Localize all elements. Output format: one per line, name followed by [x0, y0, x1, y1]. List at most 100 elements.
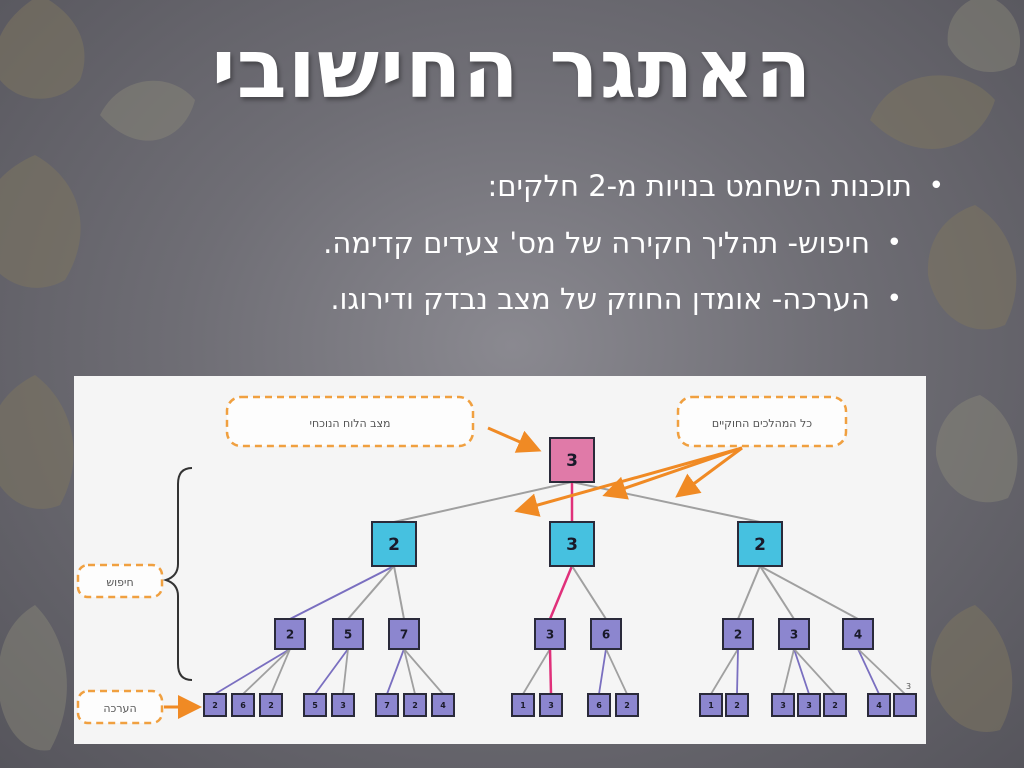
leaf-node-value: 2: [212, 701, 218, 710]
level2-node-box: [534, 618, 566, 650]
tree-edge: [605, 648, 628, 695]
leaf-node-box: [867, 693, 891, 717]
tree-edge: [598, 648, 607, 695]
level2-node-value: 2: [734, 627, 742, 641]
tree-edge: [857, 648, 880, 695]
tree-edge: [571, 565, 607, 620]
tree-edge: [857, 648, 906, 695]
leaf-decoration: [0, 155, 81, 288]
level2-node-box: [332, 618, 364, 650]
leaf-node-value: 1: [520, 701, 526, 710]
leaf-node-box: [823, 693, 847, 717]
level1-node-box: [549, 521, 595, 567]
leaf-node-value: 2: [268, 701, 274, 710]
leaf-node-value: 2: [832, 701, 838, 710]
level2-node-value: 5: [344, 627, 352, 641]
tree-edge: [270, 648, 291, 695]
leaf-node-box: [893, 693, 917, 717]
tree-edge: [393, 565, 405, 620]
evaluation-callout: [76, 689, 164, 725]
leaf-node-value: 3: [780, 701, 786, 710]
level1-node-box: [371, 521, 417, 567]
tree-edge: [759, 565, 795, 620]
moves-arrow: [514, 446, 743, 517]
level1-node-value: 2: [388, 535, 400, 555]
tree-edge: [782, 648, 795, 695]
bullet-item: הערכה- אומדן החוזק של מצב נבדק ודירוגו.: [86, 278, 904, 320]
level1-node-value: 2: [754, 535, 766, 555]
leaf-node-value: 2: [412, 701, 418, 710]
tree-edge: [314, 648, 349, 695]
level2-node-value: 4: [854, 627, 862, 641]
search-label: חיפוש: [106, 576, 133, 589]
leaf-decoration: [0, 0, 85, 99]
leaf-node-value: 3: [806, 701, 812, 710]
level1-node-value: 3: [566, 535, 578, 555]
leaf-node-box: [403, 693, 427, 717]
leaf-node-box: [259, 693, 283, 717]
bullet-item: תוכנות השחמט בנויות מ-2 חלקים:: [86, 165, 946, 207]
tree-edge: [242, 648, 291, 695]
leaf-decoration: [100, 80, 195, 141]
tree-edge: [403, 648, 444, 695]
leaf-decoration: [935, 395, 1018, 503]
leaf-decoration: [930, 605, 1013, 732]
leaf-node-box: [331, 693, 355, 717]
tree-edge: [737, 565, 761, 620]
leaf-node-box: [511, 693, 535, 717]
level2-node-box: [274, 618, 306, 650]
level1-node-box: [737, 521, 783, 567]
game-tree-figure: מצב הלוח הנוכחי כל המהלכים החוקיים חיפוש…: [74, 376, 926, 744]
level2-node-box: [842, 618, 874, 650]
leaf-decoration: [870, 75, 995, 149]
search-callout: [76, 563, 164, 599]
leaf-node-value: 1: [708, 701, 714, 710]
search-brace: [162, 467, 193, 681]
tree-edge: [214, 648, 291, 695]
leaf-node-box: [725, 693, 749, 717]
current-board-callout: [225, 395, 475, 448]
tree-edge: [710, 648, 739, 695]
tree-edge: [793, 648, 836, 695]
leaf-node-value: 3: [340, 701, 346, 710]
leaf-node-box: [587, 693, 611, 717]
legal-moves-callout: [676, 395, 848, 448]
root-node-box: [549, 437, 595, 483]
leaf-node-value: 6: [240, 701, 246, 710]
leaf-decoration: [0, 375, 74, 509]
leaf-node-box: [771, 693, 795, 717]
leaf-node-box: [303, 693, 327, 717]
leaf-node-value: 7: [384, 701, 390, 710]
leaf-node-value: 6: [596, 701, 602, 710]
game-tree-diagram: מצב הלוח הנוכחי כל המהלכים החוקיים חיפוש…: [76, 395, 917, 725]
moves-arrow: [675, 446, 743, 498]
leaf-node-value: 5: [312, 701, 318, 710]
board-arrow: [487, 426, 542, 453]
tree-edge: [736, 648, 739, 695]
leaf-node-box: [231, 693, 255, 717]
level2-node-value: 3: [546, 627, 554, 641]
root-node-value: 3: [566, 451, 578, 471]
level2-node-value: 3: [790, 627, 798, 641]
tree-edge: [793, 648, 810, 695]
tree-edge: [759, 565, 859, 620]
tree-edge: [403, 648, 416, 695]
leaf-decoration: [947, 0, 1020, 73]
tree-edge: [386, 648, 405, 695]
moves-arrow: [602, 446, 743, 500]
leaf-node-box: [615, 693, 639, 717]
tree-edge: [347, 565, 395, 620]
leaf-decoration: [0, 605, 67, 751]
leaf-node-value: 2: [624, 701, 630, 710]
legal-moves-label: כל המהלכים החוקיים: [712, 417, 812, 430]
leaf-node-value: 4: [440, 701, 446, 710]
tree-edge: [393, 481, 573, 523]
bullet-item: חיפוש- תהליך חקירה של מס' צעדים קדימה.: [86, 222, 904, 264]
tree-edge: [522, 648, 551, 695]
level2-node-value: 2: [286, 627, 294, 641]
tree-edge: [289, 565, 395, 620]
tree-edge: [548, 565, 574, 620]
tree-edge: [342, 648, 349, 695]
leaf-node-box: [203, 693, 227, 717]
evaluation-label: הערכה: [103, 702, 136, 715]
